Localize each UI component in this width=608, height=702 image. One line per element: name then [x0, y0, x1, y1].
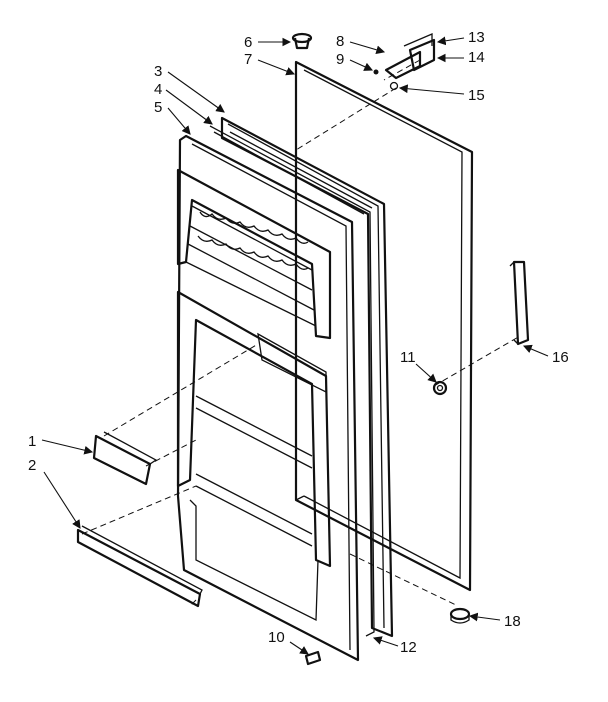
- callout-12: 12: [400, 639, 417, 656]
- callout-2: 2: [28, 457, 36, 474]
- callout-7: 7: [244, 51, 252, 68]
- callout-9: 9: [336, 51, 344, 68]
- callout-labels: 1 2 3 4 5 6 7 8 9 10 11 12 13 14 15 16 1…: [28, 29, 569, 656]
- callout-1: 1: [28, 433, 36, 450]
- door-handle-part: [509, 260, 530, 346]
- callout-13: 13: [468, 29, 485, 46]
- trim-strip-part: [76, 525, 203, 608]
- callout-6: 6: [244, 34, 252, 51]
- callout-14: 14: [468, 49, 485, 66]
- bottom-cap-part: [449, 607, 471, 624]
- nut-part: [432, 380, 448, 396]
- callout-3: 3: [154, 63, 162, 80]
- callout-4: 4: [154, 81, 162, 98]
- leader-lines: [41, 36, 549, 655]
- hinge-assembly-part: [373, 33, 436, 91]
- outer-door-panel: [294, 60, 474, 592]
- callout-11: 11: [400, 349, 416, 366]
- cap-part: [291, 32, 313, 50]
- callout-10: 10: [268, 629, 285, 646]
- callout-16: 16: [552, 349, 569, 366]
- door-gasket: [220, 116, 394, 638]
- inner-door-liner: [176, 134, 360, 662]
- callout-15: 15: [468, 87, 485, 104]
- screw-part: [304, 650, 322, 666]
- callout-18: 18: [504, 613, 521, 630]
- shelf-clip-part: [92, 431, 158, 486]
- breaker-strip: [209, 125, 375, 637]
- callout-5: 5: [154, 99, 162, 116]
- callout-8: 8: [336, 33, 344, 50]
